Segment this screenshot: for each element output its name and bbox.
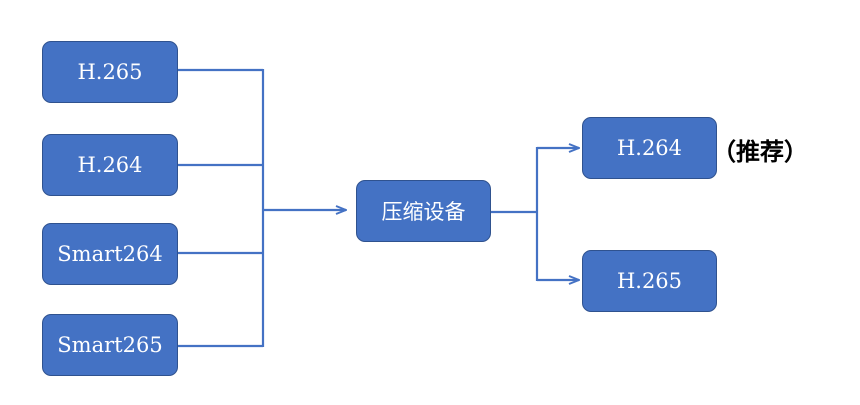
input-node-smart264: Smart264 [42, 223, 178, 285]
output-node-h265: H.265 [582, 250, 717, 312]
output-node-h264: H.264 [582, 117, 717, 179]
recommended-note: （推荐） [712, 137, 808, 166]
compressor-node: 压缩设备 [356, 180, 491, 242]
input-node-h264: H.264 [42, 134, 178, 196]
input-node-h265: H.265 [42, 41, 178, 103]
input-node-smart265: Smart265 [42, 314, 178, 376]
